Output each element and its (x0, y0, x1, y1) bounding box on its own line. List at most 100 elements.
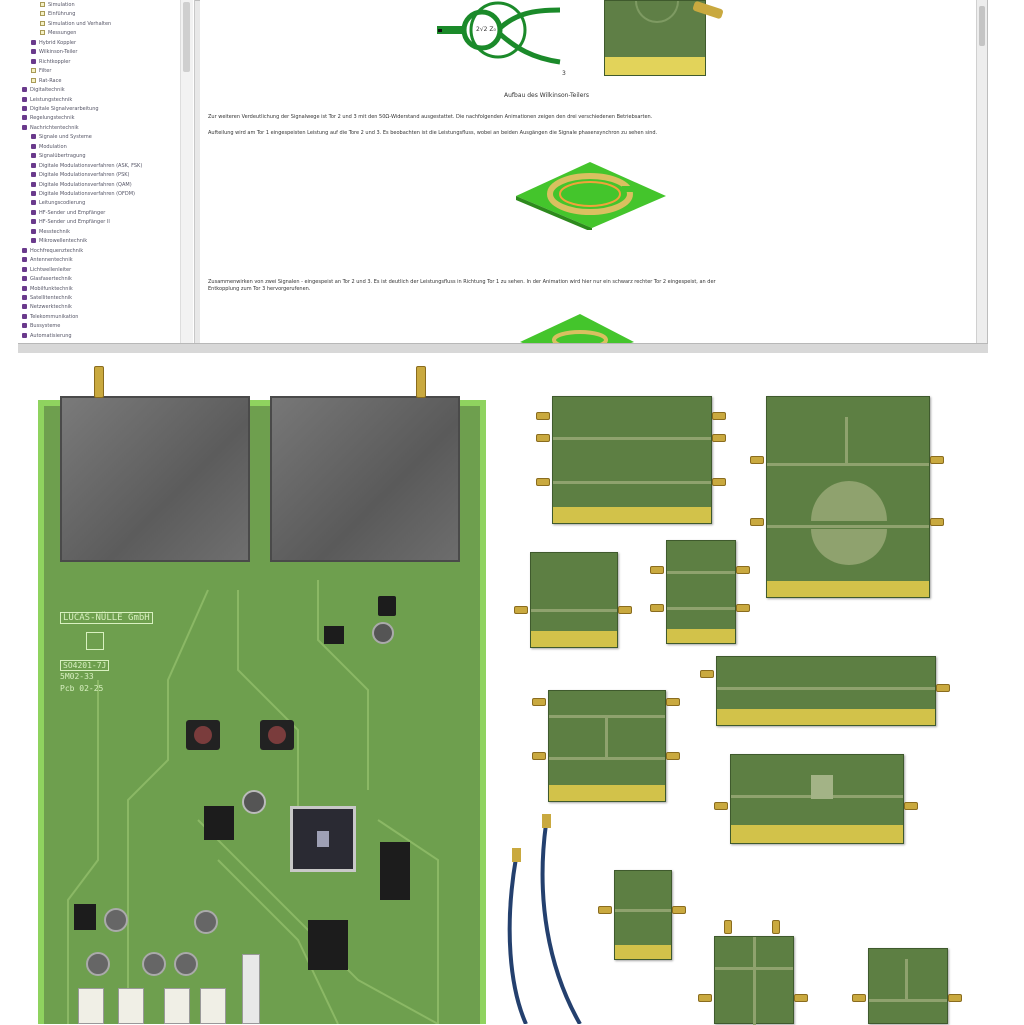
capacitor-1 (372, 622, 394, 644)
sma-connector (532, 752, 546, 760)
tree-item[interactable]: Digitale Modulationsverfahren (OFDM) (31, 191, 135, 197)
tree-item[interactable]: Signale und Systeme (31, 134, 92, 140)
modules-photo (500, 380, 1000, 1025)
tree-item-label: Filter (39, 68, 52, 75)
tree-item[interactable]: Signalübertragung (31, 153, 86, 159)
book-icon (31, 200, 36, 206)
tree-item-label: Regelungstechnik (30, 115, 75, 122)
tree-item[interactable]: Modulation (31, 143, 67, 150)
tree-item[interactable]: Bussysteme (22, 323, 60, 329)
sma-connector (532, 698, 546, 706)
book-icon (31, 58, 36, 64)
sma-connector (666, 698, 680, 706)
tree-item[interactable]: Digitale Signalverarbeitung (22, 105, 99, 112)
tree-item-label: Hochfrequenztechnik (30, 247, 84, 254)
tree-item-label: Simulation und Verhalten (48, 20, 112, 27)
tree-item[interactable]: Mobilfunktechnik (22, 285, 73, 292)
tree-item[interactable]: Messungen (40, 30, 76, 36)
content-scrollbar[interactable] (976, 0, 987, 343)
tree-item-label: Messungen (48, 30, 77, 37)
tree-item[interactable]: Glasfasertechnik (22, 276, 72, 282)
tree-item[interactable]: Richtkoppler (31, 58, 71, 65)
tree-item[interactable]: Digitale Modulationsverfahren (QAM) (31, 181, 132, 188)
coax-cables (507, 814, 582, 1024)
tree-item[interactable]: Netzwerktechnik (22, 304, 72, 310)
tree-item-label: Wilkinson-Teiler (39, 49, 78, 56)
book-icon (22, 276, 27, 282)
tree-item-label: Richtkoppler (39, 58, 71, 65)
tree-item[interactable]: HF-Sender und Empfänger (31, 209, 105, 216)
relay-3 (164, 988, 190, 1024)
module-attenuator (614, 870, 672, 960)
tree-item[interactable]: Leistungstechnik (22, 96, 72, 103)
silkscreen-logo (86, 632, 104, 650)
tree-item-label: Signale und Systeme (39, 134, 92, 141)
document-icon (40, 2, 45, 7)
tree-item[interactable]: Satellitentechnik (22, 294, 72, 301)
tree-item[interactable]: Mikrowellentechnik (31, 238, 87, 244)
tree-item[interactable]: Simulation (40, 2, 75, 8)
tree-item[interactable]: Regelungstechnik (22, 115, 75, 121)
tree-item[interactable]: Automatisierung (22, 332, 72, 339)
tree-item[interactable]: Leitungscodierung (31, 200, 85, 206)
tree-item[interactable]: Antennentechnik (22, 257, 73, 263)
tree-scrollbar[interactable] (180, 0, 193, 343)
status-bar (18, 343, 988, 353)
relay-4 (200, 988, 226, 1024)
tree-item[interactable]: Hybrid Koppler (31, 39, 77, 46)
tree-item[interactable]: Digitale Modulationsverfahren (PSK) (31, 172, 129, 178)
tree-item-label: Digitaltechnik (30, 87, 65, 94)
paragraph-3: Zusammenwirken von zwei Signalen - einge… (208, 279, 716, 285)
tree-item[interactable]: Einführung (40, 11, 75, 17)
component-transistor (74, 904, 96, 930)
tree-item-label: Digitale Modulationsverfahren (ASK, FSK) (39, 162, 143, 169)
tree-item-label: Lichtwellenleiter (30, 266, 72, 273)
content-scroll-thumb[interactable] (979, 6, 985, 46)
sma-connector (700, 670, 714, 678)
module-transmission-line (716, 656, 936, 726)
module-small-coupler (666, 540, 736, 644)
tree-item[interactable]: HF-Sender und Empfänger II (31, 219, 110, 225)
component-ic-small (378, 596, 396, 616)
book-icon (31, 228, 36, 234)
capacitor-4 (194, 910, 218, 934)
document-icon (40, 30, 45, 36)
book-icon (22, 304, 27, 310)
book-icon (31, 191, 36, 196)
book-icon (31, 49, 36, 55)
tree-item[interactable]: Nachrichtentechnik (22, 124, 79, 131)
tree-item[interactable]: Messtechnik (31, 228, 70, 235)
sma-connector (712, 434, 726, 442)
paragraph-3-continued: Entkopplung zum Tor 3 hervorgerufenen. (208, 286, 311, 292)
tree-item[interactable]: Filter (31, 68, 51, 74)
tree-item-label: Simulation (48, 2, 75, 8)
tree-item-label: Hybrid Koppler (39, 39, 77, 46)
book-icon (31, 172, 36, 178)
document-icon (31, 68, 36, 74)
tree-item-label: Digitale Signalverarbeitung (30, 105, 99, 112)
book-icon (31, 134, 36, 140)
tree-item[interactable]: Telekommunikation (22, 313, 78, 320)
module-stub-filter (868, 948, 948, 1024)
figure-caption: Aufbau des Wilkinson-Teilers (504, 92, 589, 99)
tree-item[interactable]: Simulation und Verhalten (40, 20, 112, 27)
tree-item-label: HF-Sender und Empfänger II (39, 219, 110, 226)
book-icon (31, 209, 36, 215)
tree-item[interactable]: Lichtwellenleiter (22, 266, 72, 273)
rf-shield-right (270, 396, 460, 562)
sma-connector (904, 802, 918, 810)
tree-item[interactable]: Digitale Modulationsverfahren (ASK, FSK) (31, 162, 143, 169)
book-icon (22, 115, 27, 121)
sma-connector (936, 684, 950, 692)
sma-connector (714, 802, 728, 810)
book-icon (22, 313, 27, 319)
sma-connector-left (94, 366, 104, 398)
sma-connector (772, 920, 780, 934)
tree-item[interactable]: Rat-Race (31, 77, 61, 84)
tree-scroll-thumb[interactable] (183, 2, 190, 72)
tree-item[interactable]: Wilkinson-Teiler (31, 49, 77, 55)
sma-connector (930, 456, 944, 464)
tree-item[interactable]: Hochfrequenztechnik (22, 247, 84, 254)
tree-item[interactable]: Digitaltechnik (22, 87, 65, 93)
